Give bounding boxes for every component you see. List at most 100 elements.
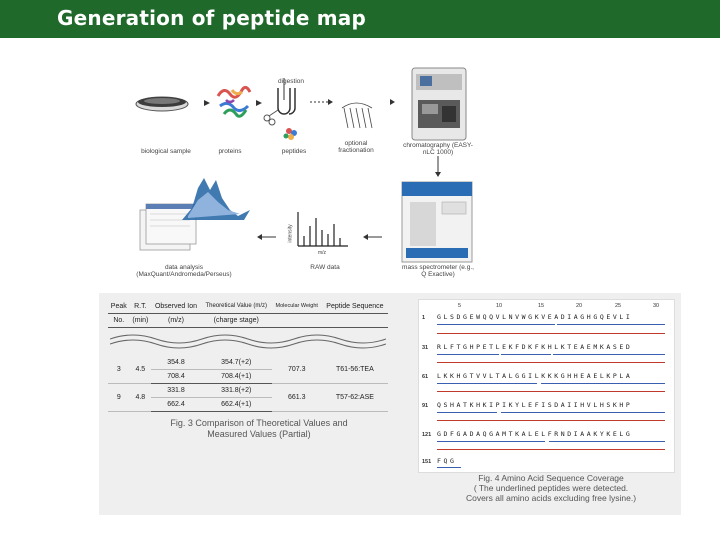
wave-break-icon xyxy=(109,334,387,349)
position-number: 15 xyxy=(538,303,545,309)
slide-title: Generation of peptide map xyxy=(57,6,367,30)
sequence-row: RLFTGHPETLEKFDKFKHLKTEAEMKASED xyxy=(437,343,633,351)
workflow-diagram: digestion biological sample proteins pep… xyxy=(120,60,500,285)
col-header: Peptide Sequence xyxy=(321,299,388,314)
theoretical-cell: 708.4(+1) xyxy=(221,373,252,380)
peptide-underline xyxy=(437,412,497,414)
data-analysis-icon xyxy=(139,178,250,251)
intensity-axis-label: intensity xyxy=(287,224,294,243)
petri-dish-icon xyxy=(135,96,189,112)
theoretical-cell: 662.4(+1) xyxy=(221,401,252,408)
col-header: Molecular Weight xyxy=(271,299,322,314)
sequence-row: QSHATKHKIPIKYLEFISDAIIHVLHSKHP xyxy=(437,401,633,409)
sequence-row: FQG xyxy=(437,457,457,465)
sequence-index: 91 xyxy=(422,403,429,409)
digestion-label: digestion xyxy=(278,78,305,85)
mw-cell: 661.3 xyxy=(271,383,322,412)
table-row: 3 4.5 354.8 354.7(+2) 707.3 T61-56:TEA xyxy=(108,356,388,384)
position-number: 20 xyxy=(576,303,583,309)
comparison-table-wrap: Peak R.T. Observed Ion Theoretical Value… xyxy=(108,299,388,412)
col-header: Theoretical Value (m/z) xyxy=(200,299,272,314)
position-number: 30 xyxy=(653,303,660,309)
arrow-icon xyxy=(390,99,395,105)
table-row: 662.4 662.4(+1) xyxy=(108,398,388,412)
data-analysis-label: data analysis (MaxQuant/Andromeda/Perseu… xyxy=(136,264,232,278)
col-subheader: No. xyxy=(108,313,130,328)
peptide-underline xyxy=(501,354,551,356)
arrow-icon xyxy=(256,100,262,106)
peak-cell: 3 xyxy=(108,356,130,384)
peptide-underline xyxy=(437,362,665,364)
peptide-underline xyxy=(437,333,665,335)
peptides-label: peptides xyxy=(281,148,307,155)
observed-cell: 708.4 xyxy=(167,373,185,380)
caption-line: Fig. 4 Amino Acid Sequence Coverage xyxy=(478,473,624,483)
peptide-underline xyxy=(437,449,665,451)
sequence-cell: T57-62:ASE xyxy=(321,383,388,412)
digestion-tube-icon xyxy=(277,78,296,115)
sequence-coverage-figure: 5 10 15 20 25 30 1 GLSDGEWQQVLNVWGKVEADI… xyxy=(418,299,675,473)
peak-cell: 9 xyxy=(108,383,130,412)
sequence-index: 31 xyxy=(422,345,429,351)
peptide-underline xyxy=(437,441,545,443)
proteins-label: proteins xyxy=(218,148,242,155)
peptides-icon xyxy=(283,128,297,140)
mass-spectrometer-icon xyxy=(401,181,473,263)
mw-cell: 707.3 xyxy=(271,356,322,384)
caption-line: Measured Values (Partial) xyxy=(207,429,311,439)
col-header: Peak xyxy=(108,299,130,314)
peptide-underline xyxy=(549,441,665,443)
peptide-underline xyxy=(541,383,665,385)
mass-spectrometer-label: mass spectrometer (e.g., Q Exactive) xyxy=(402,264,474,278)
chromatography-instrument-icon xyxy=(411,67,467,141)
peptide-underline xyxy=(501,412,665,414)
col-subheader: (charge stage) xyxy=(200,313,272,328)
sequence-index: 151 xyxy=(422,459,432,465)
table-row: 708.4 708.4(+1) xyxy=(108,370,388,384)
figure-4-caption: Fig. 4 Amino Acid Sequence Coverage ( Th… xyxy=(426,473,676,503)
col-header: R.T. xyxy=(129,299,152,314)
table-break-row xyxy=(108,328,388,357)
observed-cell: 354.8 xyxy=(151,356,201,370)
position-number: 5 xyxy=(458,303,462,309)
peptide-underline xyxy=(437,354,499,356)
scissors-icon xyxy=(263,109,279,126)
observed-cell: 662.4 xyxy=(167,401,185,408)
chromatography-label: chromatography (EASY-nLC 1000) xyxy=(403,142,473,156)
raw-data-label: RAW data xyxy=(310,264,340,271)
col-subheader xyxy=(271,313,322,328)
title-bar: Generation of peptide map xyxy=(0,0,720,38)
results-panel: Peak R.T. Observed Ion Theoretical Value… xyxy=(99,293,681,515)
col-header: Observed Ion xyxy=(151,299,201,314)
peptide-underline xyxy=(437,324,555,326)
biological-sample-label: biological sample xyxy=(141,148,191,155)
arrow-icon xyxy=(204,100,210,106)
peptide-underline xyxy=(553,354,665,356)
proteins-icon xyxy=(216,85,252,118)
caption-line: ( The underlined peptides were detected. xyxy=(473,483,629,493)
theoretical-cell: 331.8(+2) xyxy=(200,383,272,398)
observed-cell: 331.8 xyxy=(151,383,201,398)
col-subheader: (m/z) xyxy=(151,313,201,328)
mz-axis-label: m/z xyxy=(318,250,327,256)
col-subheader xyxy=(321,313,388,328)
comparison-table: Peak R.T. Observed Ion Theoretical Value… xyxy=(108,299,388,412)
sequence-row: LKKHGTVVLTALGGILKKKGHHEAELKPLA xyxy=(437,372,633,380)
rt-cell: 4.8 xyxy=(129,383,152,412)
raw-spectrum-icon xyxy=(297,212,348,247)
col-subheader: (min) xyxy=(129,313,152,328)
table-row: 9 4.8 331.8 331.8(+2) 661.3 T57-62:ASE xyxy=(108,383,388,412)
figure-3-caption: Fig. 3 Comparison of Theoretical Values … xyxy=(144,418,374,440)
workflow-graphics xyxy=(135,67,473,263)
peptide-underline xyxy=(437,391,665,393)
sequence-cell: T61-56:TEA xyxy=(321,356,388,384)
peptide-underline xyxy=(557,324,665,326)
wave-break xyxy=(108,328,388,357)
caption-line: Fig. 3 Comparison of Theoretical Values … xyxy=(170,418,348,428)
fractionation-label: optional fractionation xyxy=(338,140,374,154)
peptide-underline xyxy=(437,467,461,469)
theoretical-cell: 354.7(+2) xyxy=(200,356,272,370)
table-subheader-row: No. (min) (m/z) (charge stage) xyxy=(108,313,388,328)
peptide-underline xyxy=(437,383,537,385)
sequence-index: 1 xyxy=(422,315,426,321)
